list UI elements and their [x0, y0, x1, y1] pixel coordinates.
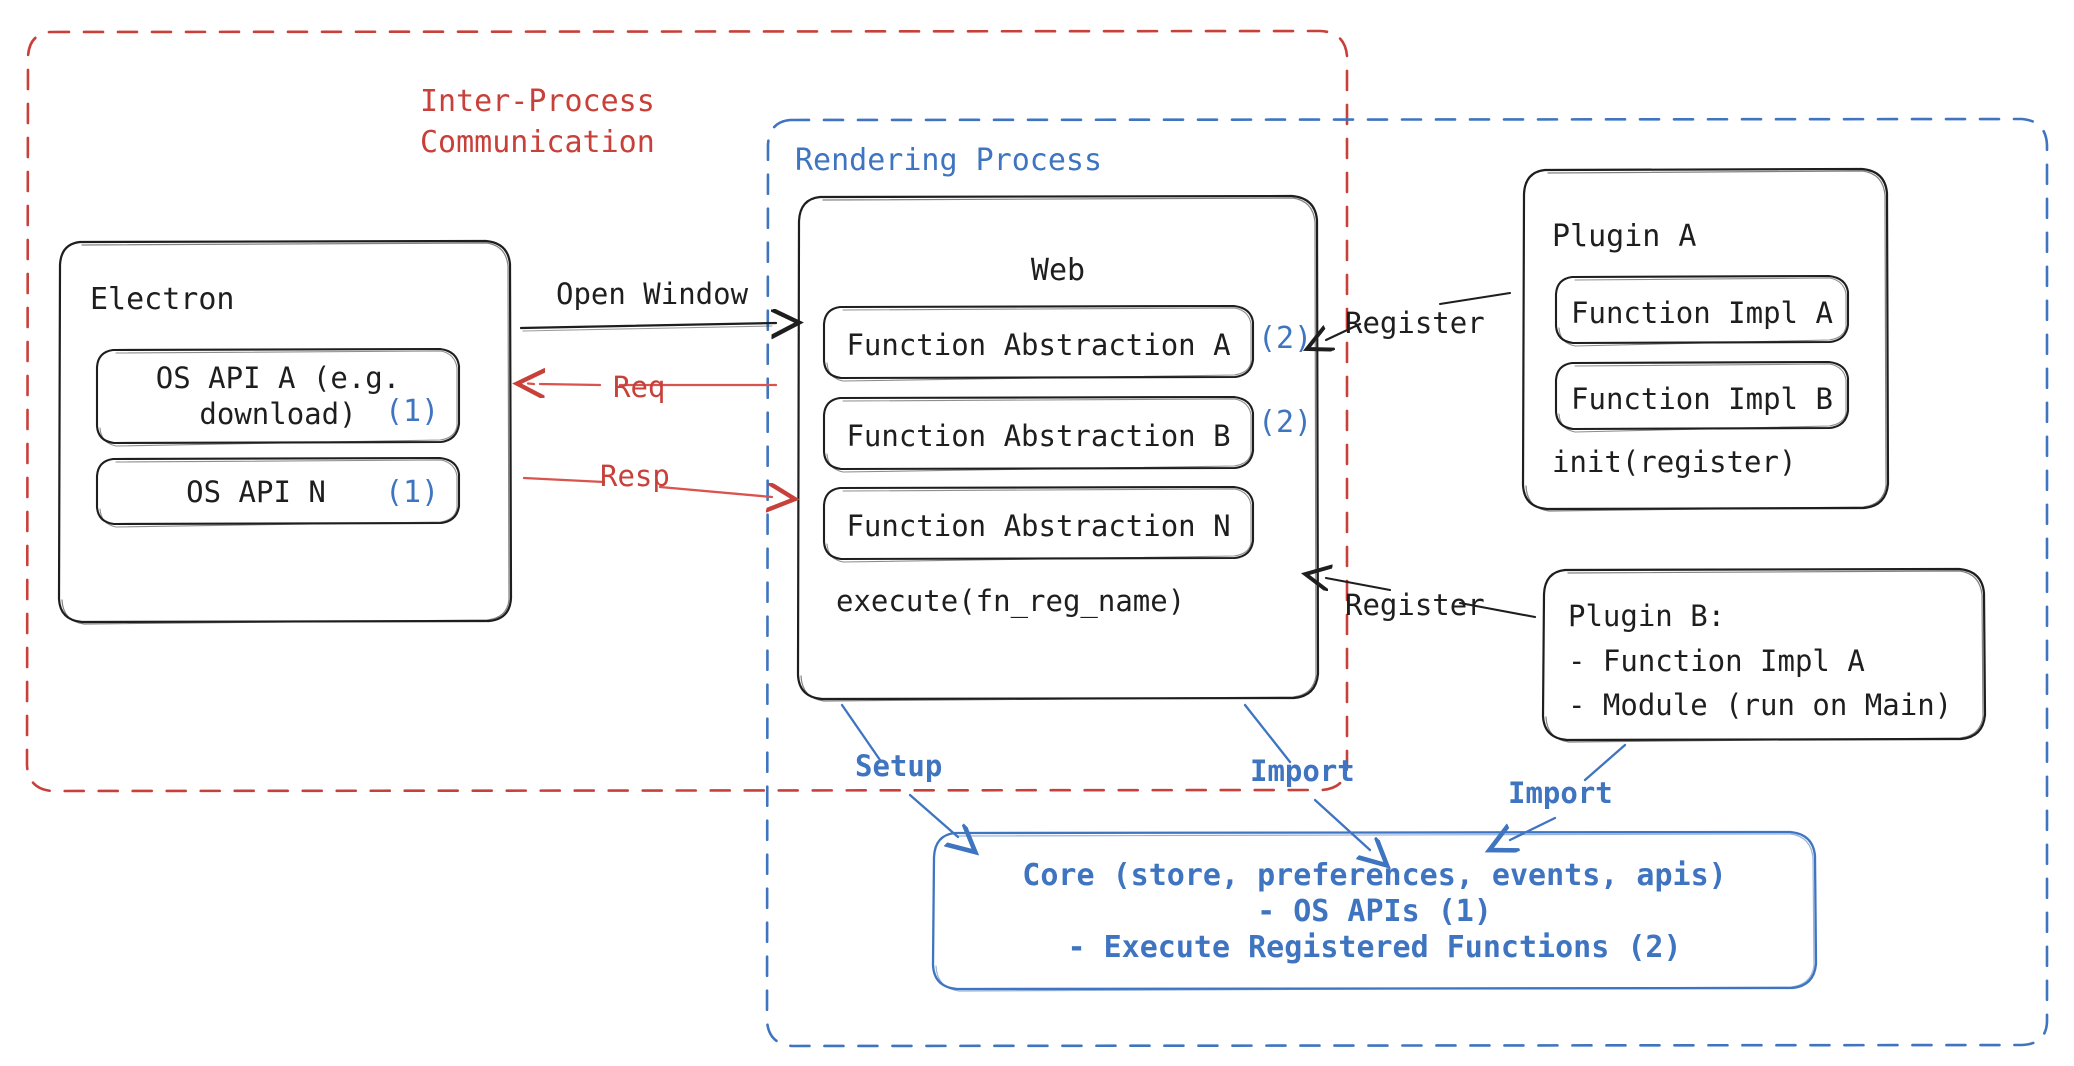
core-line-execute-registered: - Execute Registered Functions (2) — [1067, 930, 1682, 965]
function-abstraction-b-box-outline — [822, 395, 1255, 473]
plugin-a-footer-init: init(register) — [1552, 445, 1797, 479]
function-abstraction-a-label[interactable]: Function Abstraction A — [846, 328, 1231, 362]
web-footer-execute: execute(fn_reg_name) — [836, 584, 1186, 618]
function-abstraction-n-label[interactable]: Function Abstraction N — [846, 509, 1231, 543]
arrow-label-register-plugin-b: Register — [1345, 588, 1485, 622]
arrow-open-window — [519, 323, 776, 331]
web-title: Web — [1030, 253, 1086, 288]
plugin-b-title: Plugin B: — [1568, 599, 1726, 633]
os-api-n-note: (1) — [385, 475, 440, 510]
plugin-b-line-module: - Module (run on Main) — [1568, 688, 1953, 722]
group-rendering-boundary — [765, 117, 2049, 1048]
function-impl-a-label[interactable]: Function Impl A — [1571, 296, 1833, 330]
arrow-import-plugin-b — [1510, 743, 1627, 840]
electron-title: Electron — [90, 282, 235, 317]
arrow-label-req: Req — [613, 370, 666, 404]
function-abstraction-n-box-outline — [822, 485, 1255, 563]
plugin-b-line-function-impl-a: - Function Impl A — [1568, 644, 1865, 678]
arrow-label-resp: Resp — [600, 459, 670, 493]
os-api-n-label[interactable]: OS API N — [186, 475, 326, 509]
arrow-label-open-window: Open Window — [556, 277, 749, 311]
function-abstraction-a-note: (2) — [1258, 321, 1313, 356]
arrow-register-plugin-a — [1326, 291, 1512, 340]
function-abstraction-a-box-outline — [822, 304, 1255, 382]
os-api-a-box-outline — [95, 347, 461, 447]
arrow-label-import-web: Import — [1250, 754, 1355, 788]
electron-box-outline — [57, 239, 513, 625]
plugin-b-box-outline — [1541, 567, 1987, 743]
arrow-resp — [522, 476, 772, 497]
os-api-a-label[interactable]: OS API A (e.g. download) — [155, 361, 401, 432]
core-line-os-apis: - OS APIs (1) — [1257, 894, 1492, 929]
os-api-n-box-outline — [95, 456, 461, 528]
group-ipc-boundary — [25, 29, 1349, 793]
web-box-outline — [796, 194, 1320, 702]
arrow-import-web — [1243, 703, 1370, 850]
function-abstraction-b-note: (2) — [1258, 405, 1313, 440]
group-label-rendering-process: Rendering Process — [795, 143, 1103, 178]
arrow-register-plugin-b — [1326, 578, 1537, 619]
core-line-main: Core (store, preferences, events, apis) — [1022, 858, 1727, 893]
arrow-req — [528, 384, 778, 386]
arrow-setup — [840, 703, 958, 837]
plugin-a-title: Plugin A — [1552, 219, 1697, 254]
function-impl-b-box-outline — [1554, 360, 1850, 433]
os-api-a-note: (1) — [385, 394, 440, 429]
arrow-label-import-plugin-b: Import — [1508, 776, 1613, 810]
core-box-outline — [931, 830, 1818, 992]
arrow-label-setup: Setup — [855, 749, 943, 783]
function-abstraction-b-label[interactable]: Function Abstraction B — [846, 419, 1231, 453]
group-label-ipc: Inter-Process Communication — [420, 84, 655, 160]
arrow-label-register-plugin-a: Register — [1345, 306, 1485, 340]
function-impl-a-box-outline — [1554, 274, 1850, 347]
function-impl-b-label[interactable]: Function Impl B — [1571, 382, 1833, 416]
plugin-a-box-outline — [1521, 167, 1890, 512]
